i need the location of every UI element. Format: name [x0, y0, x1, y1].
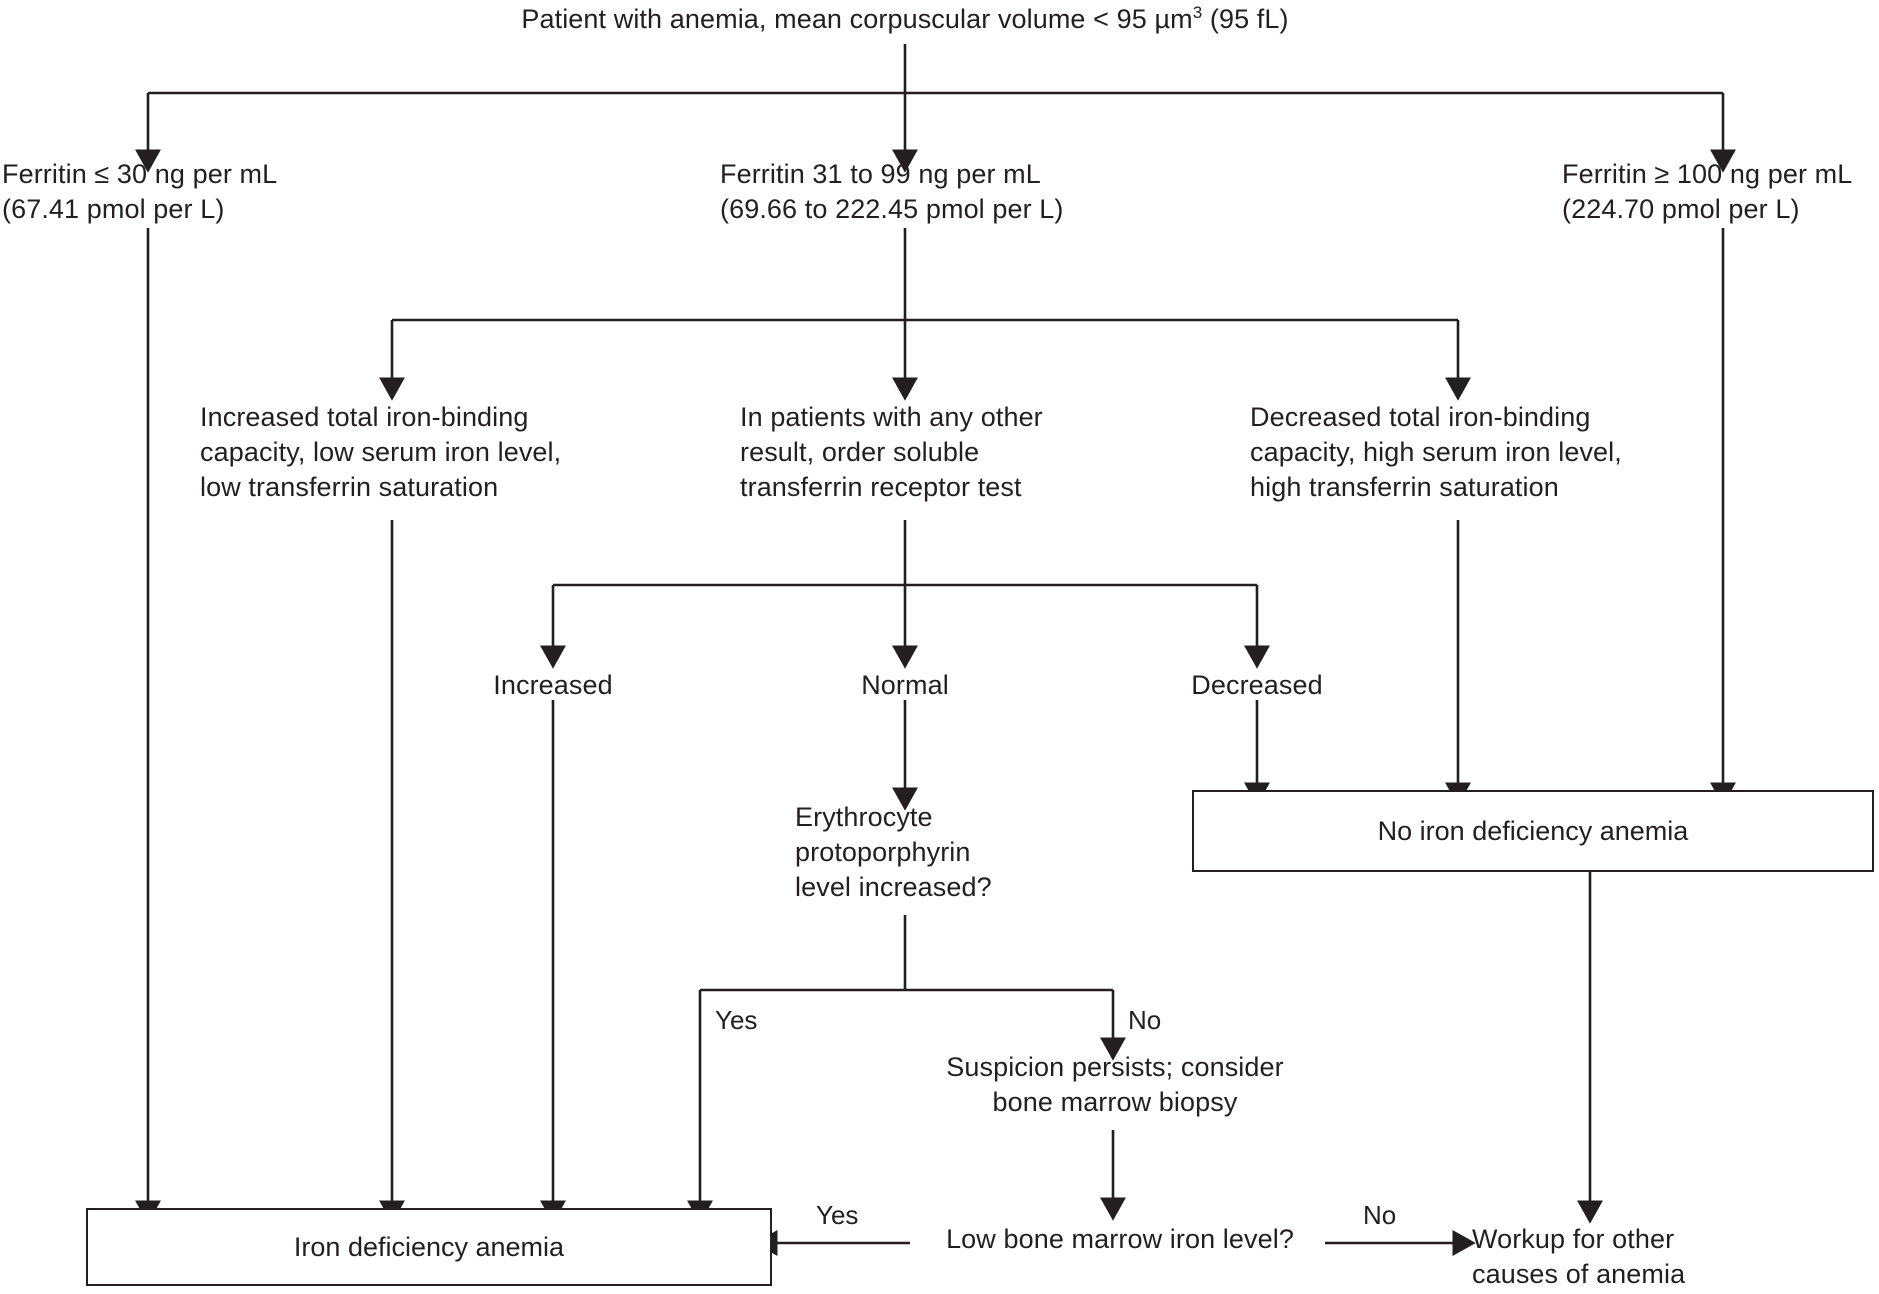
root-node: Patient with anemia, mean corpuscular vo… — [405, 2, 1405, 37]
tibc-decreased-node: Decreased total iron-binding capacity, h… — [1250, 402, 1622, 502]
outcome-no-iron-deficiency-anemia-label: No iron deficiency anemia — [1377, 815, 1689, 846]
stfr-decreased-node: Decreased — [1191, 670, 1323, 700]
bone-marrow-no-label: No — [1363, 1200, 1397, 1230]
ferritin-mid-node: Ferritin 31 to 99 ng per mL (69.66 to 22… — [720, 159, 1064, 224]
outcome-workup-node: Workup for other causes of anemia — [1472, 1224, 1686, 1289]
bone-marrow-biopsy-node: Suspicion persists; consider bone marrow… — [946, 1052, 1284, 1117]
ferritin-high-node: Ferritin ≥ 100 ng per mL (224.70 pmol pe… — [1562, 159, 1853, 224]
tibc-increased-node: Increased total iron-binding capacity, l… — [200, 402, 562, 502]
epp-no-label: No — [1128, 1005, 1162, 1035]
bone-marrow-yes-label: Yes — [816, 1200, 859, 1230]
outcome-no-iron-deficiency-anemia-box: No iron deficiency anemia — [1192, 790, 1874, 872]
root-label-prefix: Patient with anemia, mean corpuscular vo… — [521, 4, 1193, 34]
epp-yes-label: Yes — [715, 1005, 758, 1035]
root-label-suffix: (95 fL) — [1202, 4, 1289, 34]
stfr-order-node: In patients with any other result, order… — [740, 402, 1043, 502]
stfr-normal-node: Normal — [861, 670, 949, 700]
bone-marrow-question-node: Low bone marrow iron level? — [946, 1224, 1294, 1254]
epp-question-node: Erythrocyte protoporphyrin level increas… — [795, 802, 992, 902]
outcome-iron-deficiency-anemia-label: Iron deficiency anemia — [293, 1231, 565, 1262]
stfr-increased-node: Increased — [493, 670, 613, 700]
ferritin-low-node: Ferritin ≤ 30 ng per mL (67.41 pmol per … — [2, 159, 278, 224]
outcome-iron-deficiency-anemia-box: Iron deficiency anemia — [86, 1208, 772, 1286]
root-label-superscript: 3 — [1192, 3, 1203, 22]
